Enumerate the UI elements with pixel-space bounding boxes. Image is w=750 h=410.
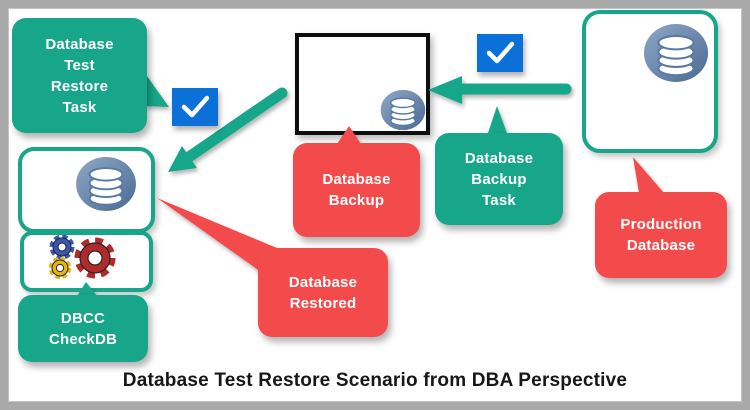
callout-label: Production Database xyxy=(620,216,702,254)
callout-label: Database Test Restore Task xyxy=(45,35,114,116)
backup-task-checkbox xyxy=(477,34,523,72)
restored-database-box xyxy=(18,147,155,233)
database-icon xyxy=(76,156,136,212)
callout-test-restore-task: Database Test Restore Task xyxy=(12,18,147,133)
callout-label: Database Backup xyxy=(322,171,391,209)
restore-task-checkbox xyxy=(172,88,218,126)
arrow-production-to-backup xyxy=(428,76,572,104)
callout-tail-production xyxy=(633,157,664,193)
database-icon xyxy=(380,89,426,131)
callout-database-restored: Database Restored xyxy=(258,248,388,337)
production-database-box xyxy=(582,10,718,153)
check-icon xyxy=(181,95,210,118)
callout-database-backup: Database Backup xyxy=(293,143,420,237)
diagram-caption: Database Test Restore Scenario from DBA … xyxy=(122,370,628,391)
callout-tail-backup-task xyxy=(487,106,508,136)
backup-file-box xyxy=(295,33,430,135)
callout-production-database: Production Database xyxy=(595,192,727,278)
callout-label: DBCC CheckDB xyxy=(48,309,118,348)
callout-tail-test-restore xyxy=(144,72,169,107)
database-icon xyxy=(643,24,709,82)
gears-icon xyxy=(48,235,116,280)
check-icon xyxy=(486,41,515,64)
callout-label: Database Backup Task xyxy=(464,149,534,209)
dbcc-gears-box xyxy=(20,231,153,292)
callout-dbcc-checkdb: DBCC CheckDB xyxy=(18,295,148,362)
callout-database-backup-task: Database Backup Task xyxy=(435,133,563,225)
callout-label: Database Restored xyxy=(288,273,358,312)
